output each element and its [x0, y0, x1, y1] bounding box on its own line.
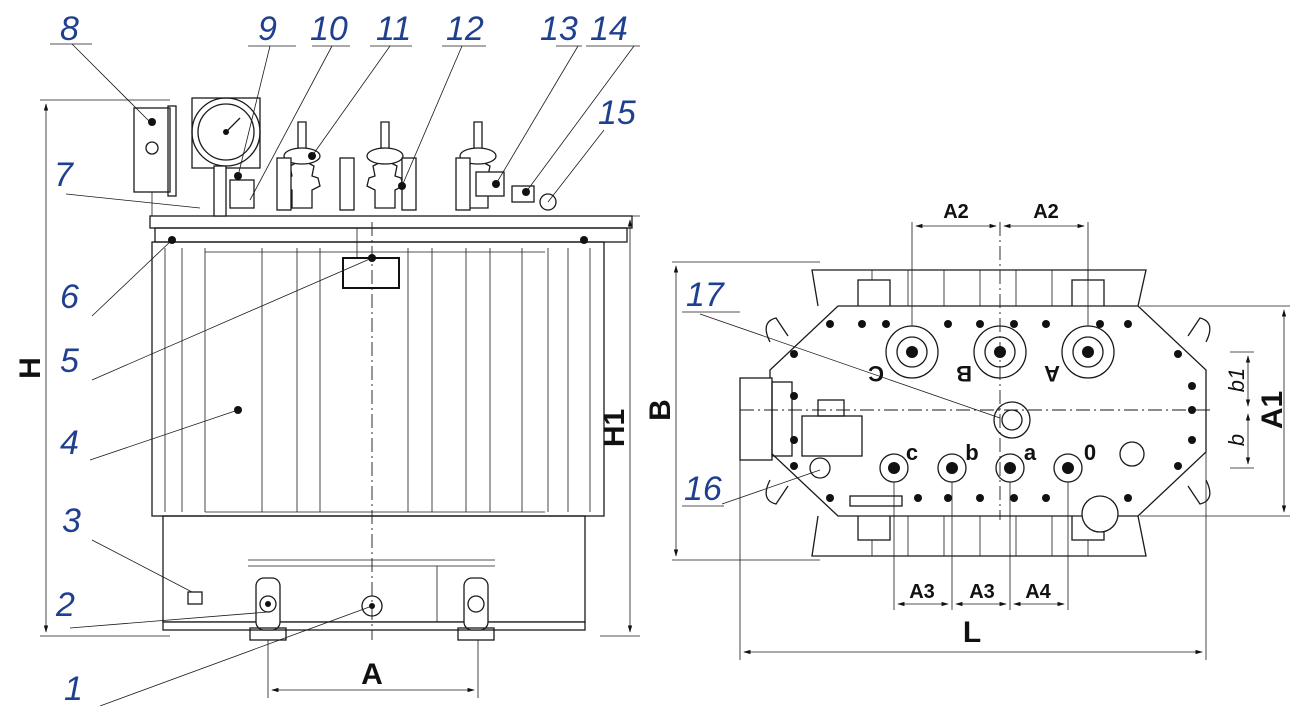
hv-terminal-c — [885, 325, 939, 379]
hv-label-b: B — [956, 361, 972, 386]
dim-wheel-track — [1140, 305, 1290, 517]
dim-label-a2-right: A2 — [1033, 201, 1059, 223]
dim-length — [739, 452, 1207, 660]
wheel-right — [457, 577, 495, 641]
dim-hv-pitch — [911, 222, 1089, 326]
lv-label-b: b — [965, 440, 978, 465]
callout-6: 6 — [60, 278, 79, 316]
dim-height-body — [600, 215, 640, 637]
callout-1: 1 — [64, 670, 83, 706]
lv-terminals — [879, 453, 1083, 483]
dim-label-b-small: b — [1224, 434, 1249, 446]
dryer-top — [801, 415, 863, 457]
wheel-left — [249, 577, 287, 641]
base-frame — [162, 621, 586, 631]
dim-label-b1: b1 — [1224, 368, 1249, 392]
filter-plug — [809, 457, 831, 479]
tap-changer — [993, 401, 1031, 439]
dim-label-a1: A1 — [1256, 391, 1289, 429]
dim-label-a3-right: A3 — [969, 581, 995, 603]
callout-5: 5 — [60, 342, 79, 380]
callout-3: 3 — [62, 502, 81, 540]
callout-16: 16 — [684, 470, 722, 508]
callout-8: 8 — [60, 10, 79, 48]
radiator-top — [811, 269, 1147, 307]
oil-filler — [1119, 441, 1145, 467]
hv-label-c: C — [868, 361, 884, 386]
dim-offsets — [1230, 351, 1254, 469]
callout-7: 7 — [54, 156, 74, 194]
dim-lv-pitch — [893, 482, 1069, 610]
dim-label-b: B — [644, 399, 677, 421]
cabinet-top — [739, 377, 773, 461]
dim-label-h1: H1 — [598, 409, 631, 447]
callout-2: 2 — [55, 586, 75, 624]
hv-terminal-a — [1061, 325, 1115, 379]
lv-label-0: 0 — [1084, 440, 1096, 465]
callout-13: 13 — [540, 10, 578, 48]
front-view — [40, 43, 640, 706]
tank-cover — [149, 215, 633, 229]
dim-width — [672, 261, 820, 561]
dim-label-h: H — [14, 357, 47, 379]
gas-relay — [475, 171, 505, 197]
dim-label-a4: A4 — [1025, 581, 1051, 603]
dim-label-a2-left: A2 — [943, 201, 969, 223]
ground-clamp — [187, 591, 203, 605]
callout-17: 17 — [686, 276, 725, 314]
radiator-bottom — [811, 515, 1147, 557]
callout-9: 9 — [258, 10, 277, 48]
lv-label-c: c — [906, 440, 918, 465]
callout-15: 15 — [598, 94, 636, 132]
expansion-valve — [1081, 495, 1119, 533]
lv-label-a: a — [1024, 440, 1037, 465]
dim-label-a3-left: A3 — [909, 581, 935, 603]
leader-lines — [50, 43, 640, 706]
dim-label-l: L — [963, 616, 981, 649]
hv-bushing-2 — [366, 121, 404, 209]
callout-14: 14 — [590, 10, 628, 48]
radiator-body — [151, 241, 605, 517]
lv-bushings — [276, 157, 471, 211]
top-view — [672, 222, 1290, 660]
hv-label-a: A — [1044, 361, 1060, 386]
nameplate — [342, 257, 400, 289]
dim-height — [40, 99, 170, 637]
callout-4: 4 — [60, 424, 79, 462]
radiator-fins — [164, 248, 591, 513]
tank-cover-flange — [154, 227, 628, 243]
callout-10: 10 — [310, 10, 348, 48]
dim-label-a: A — [361, 658, 383, 691]
callout-12: 12 — [446, 10, 484, 48]
callout-11: 11 — [376, 10, 411, 48]
hv-bushing-1 — [283, 121, 321, 209]
dim-wheel-base — [267, 640, 479, 698]
